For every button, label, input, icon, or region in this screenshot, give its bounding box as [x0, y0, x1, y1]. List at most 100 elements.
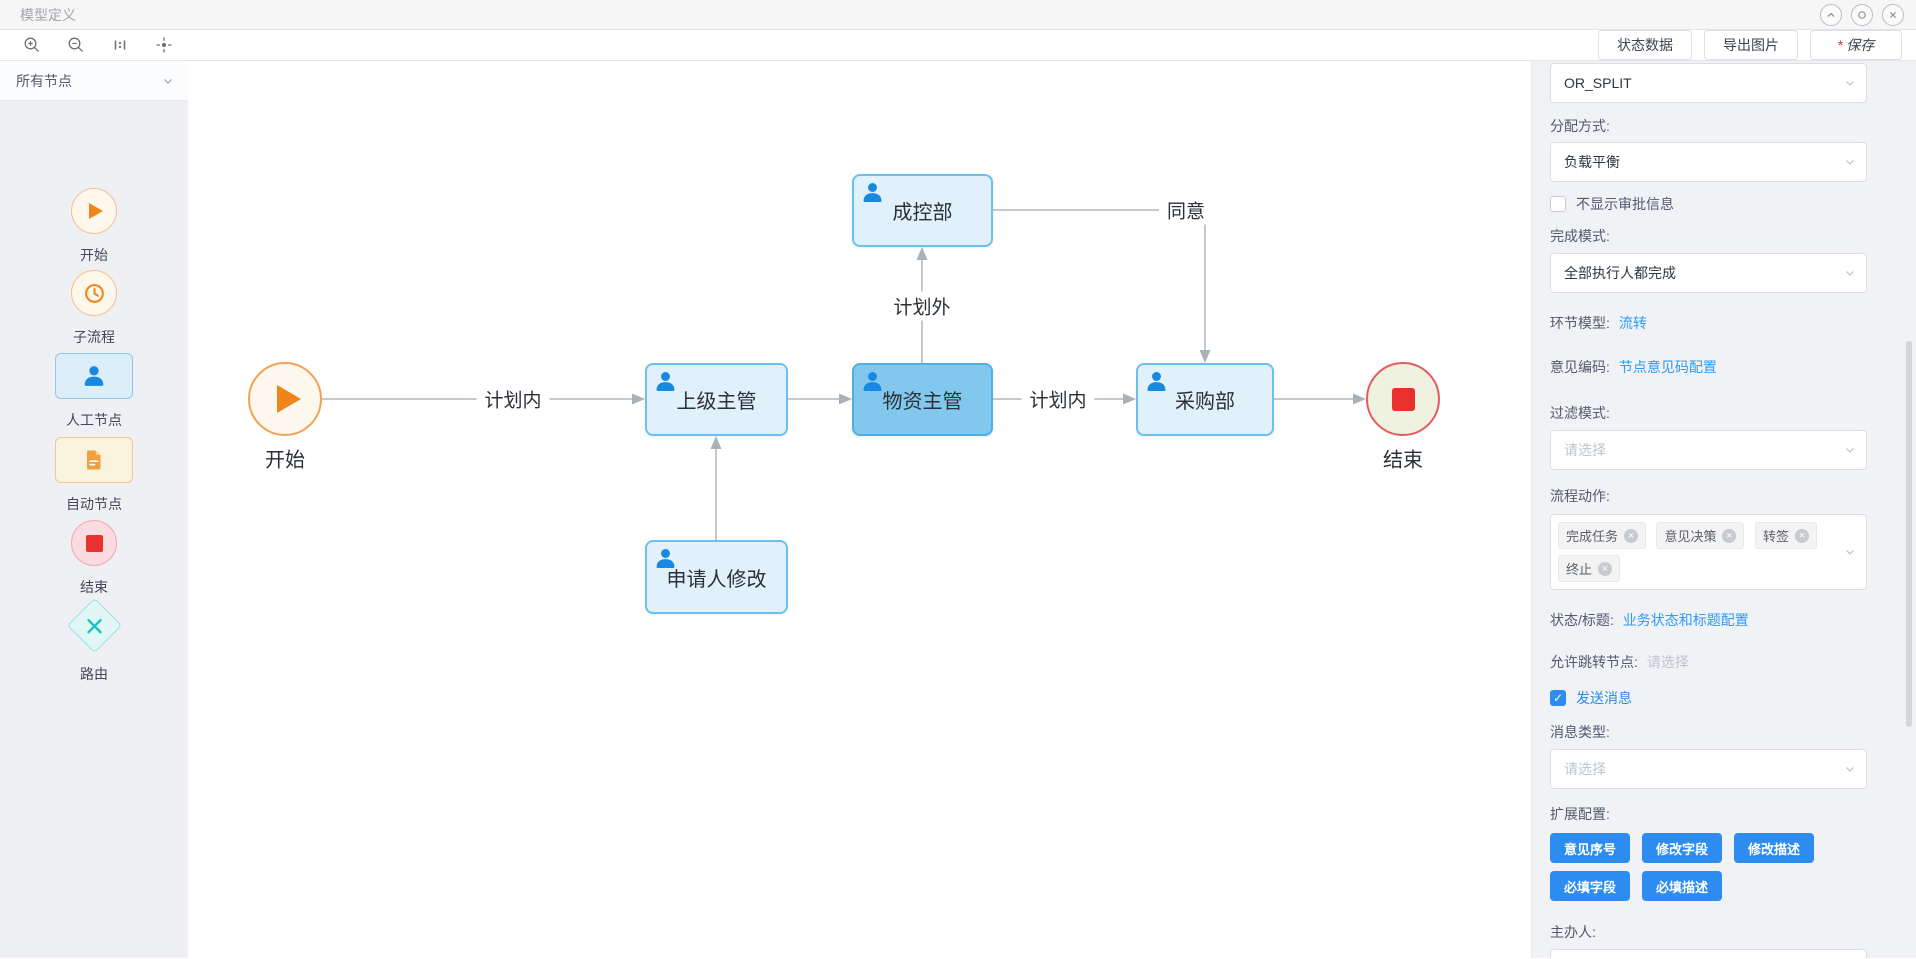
chevron-down-icon — [1844, 267, 1856, 279]
status-title-link[interactable]: 业务状态和标题配置 — [1622, 612, 1749, 628]
palette-item-auto-node[interactable]: 自动节点 — [0, 437, 188, 514]
tag-close-icon[interactable]: × — [1624, 528, 1639, 543]
stage-model-row: 环节模型: 流转 — [1550, 315, 1647, 331]
close-icon — [1889, 11, 1897, 18]
palette-item-route[interactable]: 路由 — [0, 597, 188, 684]
action-tag: 转签 × — [1754, 522, 1817, 549]
opinion-number-button[interactable]: 意见序号 — [1550, 833, 1630, 863]
save-button[interactable]: * 保存 — [1810, 30, 1902, 60]
chevron-down-icon — [164, 78, 172, 84]
minimize-button[interactable] — [1820, 3, 1842, 26]
window-controls — [1820, 3, 1904, 26]
stop-icon — [1391, 387, 1415, 411]
node-material-manager[interactable]: 物资主管 — [852, 363, 993, 436]
complete-mode-label: 完成模式: — [1550, 228, 1610, 244]
close-button[interactable] — [1882, 3, 1904, 26]
palette-item-start[interactable]: 开始 — [0, 188, 188, 265]
send-message-checkbox-row[interactable]: ✓ 发送消息 — [1550, 688, 1867, 708]
panel-scrollbar-thumb[interactable] — [1906, 341, 1912, 727]
canvas-tools — [22, 35, 174, 55]
modify-fields-button[interactable]: 修改字段 — [1642, 833, 1722, 863]
node-start-label: 开始 — [265, 449, 305, 472]
stage-model-link[interactable]: 流转 — [1618, 315, 1647, 331]
split-type-select[interactable]: OR_SPLIT — [1550, 63, 1867, 103]
person-icon — [1147, 372, 1166, 391]
palette-item-end[interactable]: 结束 — [0, 520, 188, 597]
tag-close-icon[interactable]: × — [1722, 528, 1737, 543]
chevron-down-icon — [1844, 77, 1856, 89]
node-properties-panel: OR_SPLIT 分配方式: 负载平衡 不显示审批信息 完成模式: 全部执行人都… — [1531, 61, 1916, 958]
opinion-code-row: 意见编码: 节点意见码配置 — [1550, 359, 1717, 375]
node-start[interactable] — [248, 362, 322, 436]
flow-actions-select[interactable]: 完成任务 × 意见决策 × 转签 × 终止 × — [1550, 514, 1867, 590]
node-label: 采购部 — [1175, 391, 1235, 413]
person-icon — [656, 549, 675, 568]
message-type-label: 消息类型: — [1550, 724, 1610, 740]
palette-item-subprocess[interactable]: 子流程 — [0, 270, 188, 347]
export-image-button[interactable]: 导出图片 — [1704, 30, 1798, 60]
action-tag: 完成任务 × — [1558, 522, 1647, 549]
checkbox-unchecked-icon[interactable] — [1550, 196, 1566, 212]
tag-close-icon[interactable]: × — [1598, 561, 1613, 576]
required-mark: * — [1837, 37, 1844, 53]
person-icon — [656, 372, 675, 391]
toolbar: 状态数据 导出图片 * 保存 — [0, 30, 1916, 61]
edge-label-plan-in-2: 计划内 — [1021, 384, 1095, 414]
hide-approval-checkbox-row[interactable]: 不显示审批信息 — [1550, 194, 1867, 214]
restore-icon — [1858, 10, 1866, 19]
flow-actions-label: 流程动作: — [1550, 488, 1610, 504]
node-label: 上级主管 — [676, 391, 757, 413]
node-filter-select[interactable]: 所有节点 — [0, 61, 188, 101]
zoom-out-icon — [68, 37, 84, 53]
status-title-row: 状态/标题: 业务状态和标题配置 — [1550, 612, 1749, 628]
zoom-out-button[interactable] — [66, 35, 86, 55]
node-supervisor[interactable]: 上级主管 — [645, 363, 788, 436]
checkbox-checked-icon[interactable]: ✓ — [1550, 690, 1566, 706]
opinion-code-link[interactable]: 节点意见码配置 — [1618, 359, 1717, 375]
required-description-button[interactable]: 必填描述 — [1642, 871, 1722, 901]
filter-mode-select[interactable]: 请选择 — [1550, 430, 1867, 470]
person-icon — [863, 372, 882, 391]
node-purchasing[interactable]: 采购部 — [1136, 363, 1274, 436]
node-label: 成控部 — [892, 202, 953, 224]
edge-label-agree: 同意 — [1158, 195, 1214, 225]
title-bar: 模型定义 — [0, 0, 1916, 30]
chevron-up-icon — [1827, 12, 1835, 17]
toolbar-actions: 状态数据 导出图片 * 保存 — [1598, 30, 1902, 60]
chevron-down-icon — [1844, 763, 1856, 775]
message-type-select[interactable]: 请选择 — [1550, 749, 1867, 789]
start-node-icon — [71, 188, 117, 234]
edge-label-plan-in-1: 计划内 — [476, 384, 550, 414]
node-applicant-modify[interactable]: 申请人修改 — [645, 540, 788, 614]
route-diamond-icon — [66, 597, 122, 653]
play-icon — [276, 385, 301, 413]
fit-center-icon — [156, 37, 172, 53]
assign-mode-select[interactable]: 负载平衡 — [1550, 142, 1867, 182]
node-end[interactable] — [1366, 362, 1440, 436]
end-node-icon — [71, 520, 117, 566]
zoom-in-button[interactable] — [22, 35, 42, 55]
actual-size-button[interactable] — [110, 35, 130, 55]
person-icon — [863, 183, 882, 202]
chevron-down-icon — [1844, 444, 1856, 456]
status-data-button[interactable]: 状态数据 — [1598, 30, 1692, 60]
jump-nodes-row[interactable]: 允许跳转节点: 请选择 — [1550, 654, 1689, 670]
complete-mode-select[interactable]: 全部执行人都完成 — [1550, 253, 1867, 293]
filter-mode-label: 过滤模式: — [1550, 405, 1610, 421]
required-fields-button[interactable]: 必填字段 — [1550, 871, 1630, 901]
flow-canvas[interactable]: 开始 上级主管 物资主管 成控部 采购部 申请人修改 结束 计划内 计划内 计划… — [188, 61, 1531, 958]
page-title: 模型定义 — [20, 6, 76, 23]
node-cost-control[interactable]: 成控部 — [852, 174, 993, 247]
maximize-button[interactable] — [1851, 3, 1873, 26]
zoom-in-icon — [24, 37, 40, 53]
node-label: 申请人修改 — [666, 568, 767, 591]
tag-close-icon[interactable]: × — [1794, 528, 1809, 543]
chevron-down-icon — [1844, 546, 1856, 558]
chevron-down-icon — [1844, 156, 1856, 168]
palette-item-manual-node[interactable]: 人工节点 — [0, 353, 188, 430]
organizer-input[interactable] — [1550, 949, 1867, 958]
organizer-label: 主办人: — [1550, 924, 1596, 940]
modify-description-button[interactable]: 修改描述 — [1734, 833, 1814, 863]
person-icon — [55, 353, 133, 399]
fit-view-button[interactable] — [154, 35, 174, 55]
